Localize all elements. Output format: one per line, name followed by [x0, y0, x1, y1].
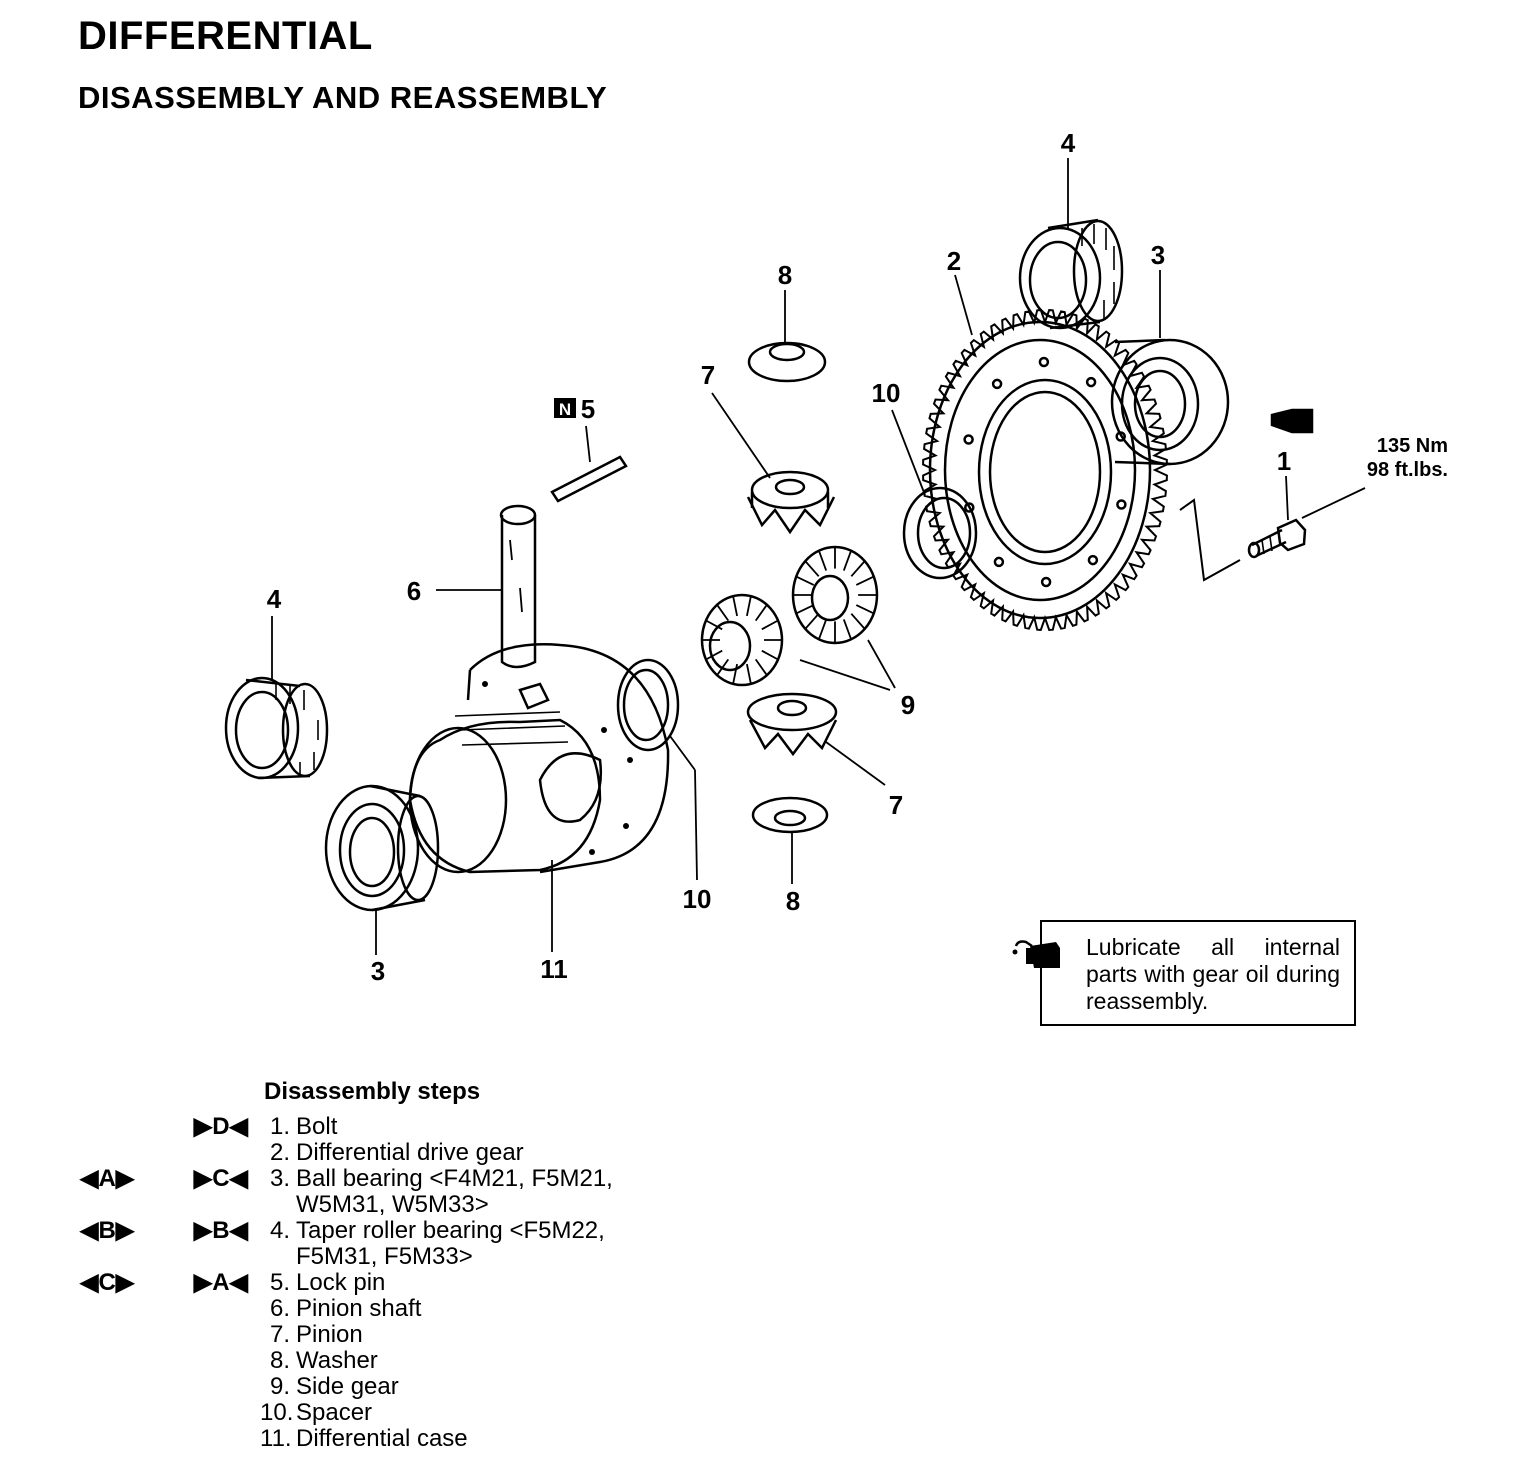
- callout-11: 11: [540, 954, 568, 984]
- step-label: Differential drive gear: [296, 1139, 524, 1166]
- step-label: Lock pin: [296, 1269, 386, 1296]
- step-label: Side gear: [296, 1373, 399, 1400]
- list-item: 8.Washer: [80, 1348, 720, 1374]
- list-item: ▶D◀ 1.Bolt: [80, 1114, 720, 1140]
- pinion-bottom: [746, 692, 838, 757]
- callout-4-right: 4: [1061, 128, 1076, 158]
- oil-can-icon: [1012, 940, 1060, 968]
- callout-1: 1: [1277, 446, 1291, 476]
- step-label: Spacer: [296, 1399, 373, 1426]
- service-mark-right: ▶A◀: [193, 1269, 248, 1296]
- list-item: ◀A▶ ▶C◀ 3.Ball bearing <F4M21, F5M21, W5M3…: [80, 1166, 720, 1218]
- taper-roller-bearing-left: [224, 676, 329, 780]
- step-label: Pinion shaft: [296, 1295, 422, 1322]
- service-mark-right: ▶B◀: [193, 1217, 248, 1244]
- list-item: 2.Differential drive gear: [80, 1140, 720, 1166]
- taper-roller-bearing-right: [1018, 218, 1124, 330]
- torque-imperial: 98 ft.lbs.: [1367, 459, 1448, 481]
- callout-4-left: 4: [267, 584, 282, 614]
- new-part-mark: [554, 398, 576, 418]
- steps-heading: Disassembly steps: [264, 1078, 481, 1105]
- lock-pin: [550, 455, 628, 503]
- step-number: 9.: [269, 1373, 290, 1400]
- ball-bearing-left: [324, 784, 440, 912]
- step-label: Ball bearing <F4M21, F5M21, W5M31, W5M33…: [296, 1165, 613, 1218]
- list-item: 11.Differential case: [80, 1426, 720, 1452]
- step-label: Taper roller bearing <F5M22, F5M31, F5M3…: [296, 1217, 605, 1270]
- step-label: Pinion: [296, 1321, 363, 1348]
- step-label: Bolt: [296, 1113, 338, 1140]
- callout-10-right: 10: [872, 378, 901, 408]
- bolt: [1247, 518, 1307, 559]
- service-mark-left: ◀B▶: [80, 1217, 135, 1244]
- list-item: 7.Pinion: [80, 1322, 720, 1348]
- side-gear-upper: [791, 545, 879, 645]
- callout-8-top: 8: [778, 260, 792, 290]
- sealant-tube-icon: [1270, 408, 1314, 434]
- exploded-view-diagram: 4 2 3 10 1 8 7 N 5 6 4 9 7 10 8 3 11 135…: [224, 128, 1448, 986]
- lubrication-note: Lubricate all internal parts with gear o…: [1040, 920, 1356, 1026]
- callout-6: 6: [407, 576, 421, 606]
- page-title: DIFFERENTIAL: [78, 14, 373, 58]
- service-mark-right: ▶C◀: [193, 1165, 248, 1192]
- callout-2: 2: [947, 246, 961, 276]
- service-mark-left: ◀A▶: [80, 1165, 135, 1192]
- step-label: Differential case: [296, 1425, 468, 1452]
- callout-9: 9: [901, 690, 915, 720]
- callout-7-bottom: 7: [889, 790, 903, 820]
- list-item: 10.Spacer: [80, 1400, 720, 1426]
- step-number: 6.: [269, 1295, 290, 1322]
- callout-5: 5: [581, 394, 595, 424]
- step-number: 4.: [269, 1217, 290, 1244]
- callout-3-right: 3: [1151, 240, 1165, 270]
- step-number: 7.: [269, 1321, 290, 1348]
- pinion-shaft: [499, 504, 537, 669]
- callout-10-left: 10: [683, 884, 712, 914]
- pinion-top: [746, 470, 836, 535]
- list-item: 6.Pinion shaft: [80, 1296, 720, 1322]
- spacer-right: [902, 486, 978, 580]
- callout-7-top: 7: [701, 360, 715, 390]
- differential-case: [408, 643, 670, 874]
- step-number: 2.: [269, 1139, 290, 1166]
- differential-drive-gear: [922, 309, 1168, 631]
- step-number: 11.: [260, 1425, 292, 1452]
- step-number: 1.: [269, 1113, 290, 1140]
- list-item: 9.Side gear: [80, 1374, 720, 1400]
- callout-8-bottom: 8: [786, 886, 800, 916]
- new-part-mark-letter: N: [559, 400, 571, 419]
- washer-top: [747, 341, 827, 383]
- step-number: 10.: [260, 1399, 294, 1426]
- ball-bearing-right: [1110, 338, 1230, 466]
- step-number: 3.: [269, 1165, 290, 1192]
- list-item: ◀C▶ ▶A◀ 5.Lock pin: [80, 1270, 720, 1296]
- service-mark-right: ▶D◀: [193, 1113, 248, 1140]
- page-subtitle: DISASSEMBLY AND REASSEMBLY: [78, 80, 608, 115]
- torque-metric: 135 Nm: [1377, 435, 1448, 457]
- washer-bottom: [751, 796, 829, 834]
- side-gear-lower: [700, 593, 784, 687]
- callout-3-left: 3: [371, 956, 385, 986]
- step-label: Washer: [296, 1347, 378, 1374]
- spacer-left: [616, 658, 680, 752]
- service-mark-left: ◀C▶: [80, 1269, 135, 1296]
- step-number: 8.: [269, 1347, 290, 1374]
- lubrication-note-text: Lubricate all internal parts with gear o…: [1086, 934, 1340, 1014]
- list-item: ◀B▶ ▶B◀ 4.Taper roller bearing <F5M22, F5M…: [80, 1218, 720, 1270]
- step-number: 5.: [269, 1269, 290, 1296]
